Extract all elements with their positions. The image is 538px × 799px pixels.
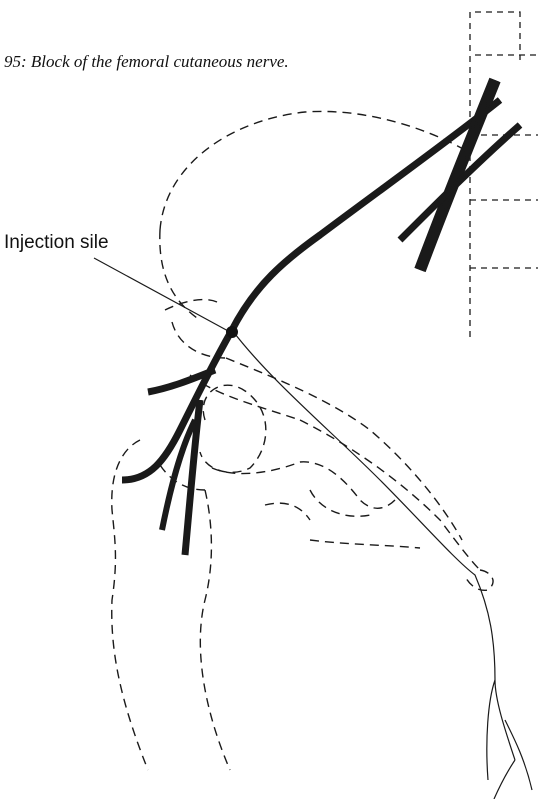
injection-site — [94, 258, 238, 338]
pelvis-outline — [160, 111, 493, 590]
spine-outline — [470, 12, 538, 340]
lateral-nerve — [232, 330, 532, 799]
figure-caption: 95: Block of the femoral cutaneous nerve… — [4, 52, 289, 72]
injection-site-label: Injection sile — [4, 232, 109, 254]
hip-joint-outline — [200, 385, 420, 548]
nerve-branches — [122, 330, 232, 555]
